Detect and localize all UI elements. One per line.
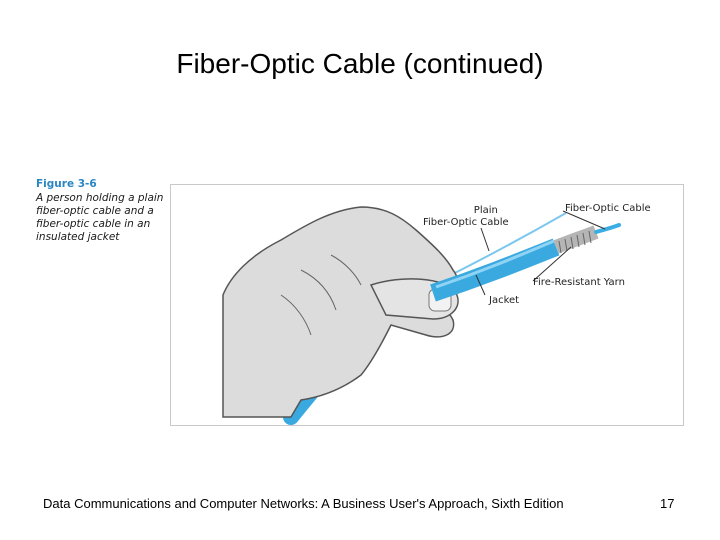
jacketed-cable-upper bbox=[430, 238, 560, 302]
jacket-label: Jacket bbox=[489, 295, 520, 306]
hand-cable-drawing bbox=[222, 206, 621, 425]
callout-line-jacket bbox=[475, 274, 486, 296]
finger-crease bbox=[300, 269, 337, 311]
finger-crease bbox=[330, 254, 362, 286]
figure-label: Figure 3-6 bbox=[36, 178, 97, 190]
plain-label-line2: Fiber-Optic Cable bbox=[423, 217, 509, 228]
yarn-texture bbox=[558, 230, 592, 254]
plain-fiber-label: Plain Fiber-Optic Cable bbox=[423, 205, 509, 229]
figure-caption-text: A person holding a plain fiber-optic cab… bbox=[36, 192, 164, 243]
finger-crease bbox=[280, 294, 312, 336]
callout-line-yarn bbox=[532, 246, 572, 282]
fiber-optic-cable-label: Fiber-Optic Cable bbox=[565, 203, 651, 214]
cable-highlight bbox=[435, 239, 555, 289]
callout-line-fiber bbox=[562, 210, 606, 230]
plain-fiber-strand bbox=[440, 212, 567, 281]
fiber-optic-illustration: Plain Fiber-Optic Cable Fiber-Optic Cabl… bbox=[170, 184, 684, 426]
figure-caption: Figure 3-6 A person holding a plain fibe… bbox=[36, 178, 166, 244]
callout-line-plain bbox=[480, 227, 490, 252]
inner-fiber-tip bbox=[594, 223, 621, 234]
slide-title: Fiber-Optic Cable (continued) bbox=[176, 48, 544, 79]
plain-label-line1: Plain bbox=[473, 205, 498, 216]
page-number: 17 bbox=[660, 496, 675, 511]
fire-resistant-yarn-label: Fire-Resistant Yarn bbox=[533, 277, 625, 288]
footer-text: Data Communications and Computer Network… bbox=[43, 496, 564, 511]
